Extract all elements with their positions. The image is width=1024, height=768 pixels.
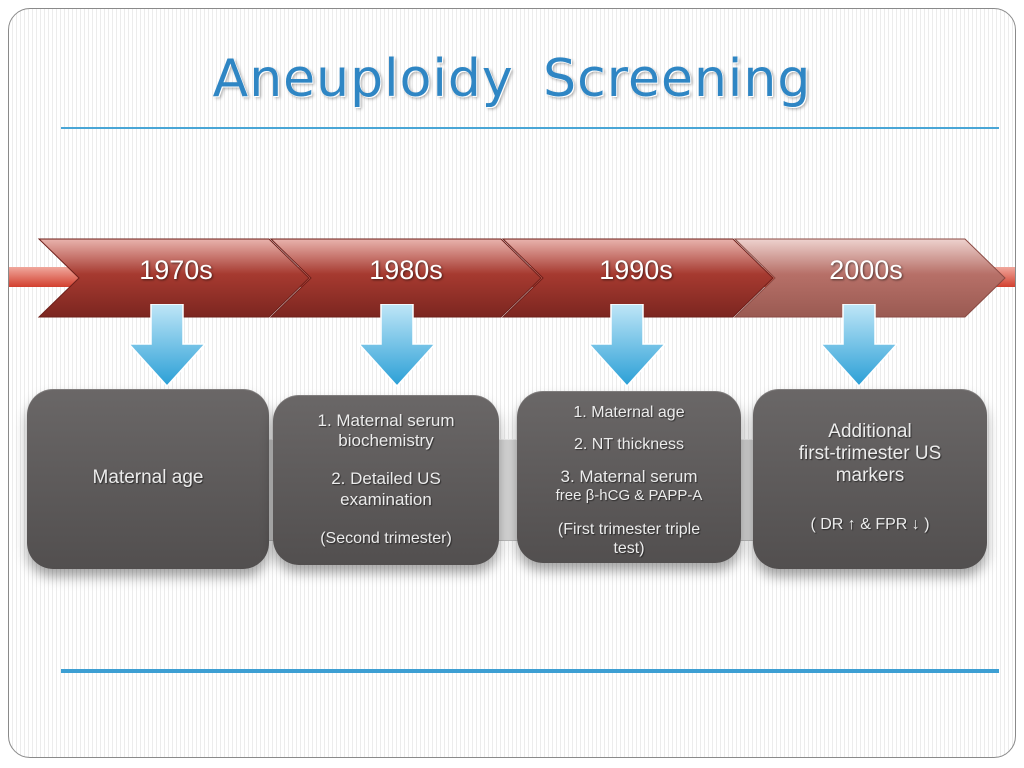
card-1980s-item2b: examination: [340, 490, 432, 509]
down-arrow-icon: [129, 304, 205, 388]
card-1990s-item2: 2. NT thickness: [574, 436, 684, 453]
down-arrow-icon: [589, 304, 665, 388]
card-1990s-note-b: test): [613, 540, 645, 557]
chevron-2000s: [733, 238, 1006, 318]
chevron-1970s: [37, 238, 310, 318]
timeline-band: [9, 238, 1015, 318]
card-1970s: Maternal age: [27, 389, 269, 569]
card-1980s-note: (Second trimester): [320, 530, 452, 547]
card-1990s-item3a: 3. Maternal serum: [560, 467, 698, 486]
era-label-1990s: 1990s: [599, 255, 673, 285]
title-underline: [61, 127, 999, 129]
down-arrow-icon: [821, 304, 897, 388]
card-2000s: Additional first-trimester US markers ( …: [753, 389, 987, 569]
card-1990s-note-a: (First trimester triple: [557, 521, 701, 538]
era-label-1970s: 1970s: [139, 255, 213, 285]
card-1990s-item1: 1. Maternal age: [573, 404, 685, 421]
slide-frame: Aneuploidy Screening 1970s 1980s: [8, 8, 1016, 758]
footer-rule: [61, 669, 999, 673]
card-2000s-line2: first-trimester US: [798, 443, 942, 464]
card-1980s-item1a: 1. Maternal serum: [317, 411, 455, 430]
era-label-1980s: 1980s: [369, 255, 443, 285]
card-2000s-line3: markers: [835, 465, 905, 486]
card-1990s: 1. Maternal age 2. NT thickness 3. Mater…: [517, 391, 741, 563]
card-2000s-line1: Additional: [828, 421, 912, 442]
down-arrow-icon: [359, 304, 435, 388]
card-1980s-item1b: biochemistry: [338, 431, 434, 450]
slide-title: Aneuploidy Screening: [212, 49, 812, 109]
card-1970s-text: Maternal age: [92, 467, 204, 488]
chevron-1980s: [269, 238, 542, 318]
card-1980s: 1. Maternal serum biochemistry 2. Detail…: [273, 395, 499, 565]
card-1990s-item3b: free β-hCG & PAPP-A: [555, 487, 703, 504]
card-2000s-note: ( DR ↑ & FPR ↓ ): [810, 516, 930, 533]
card-1980s-item2a: 2. Detailed US: [331, 469, 441, 488]
chevron-1990s: [501, 238, 774, 318]
era-label-2000s: 2000s: [829, 255, 903, 285]
